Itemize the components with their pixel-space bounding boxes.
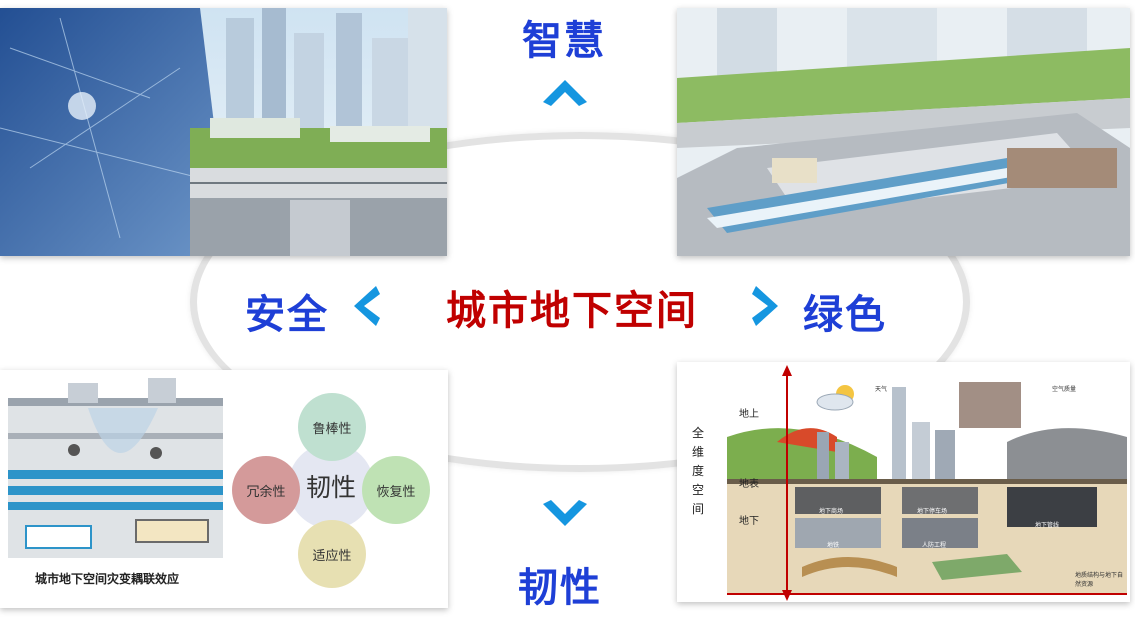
chevron-right-icon <box>752 286 778 326</box>
level-below: 地下 <box>739 516 759 527</box>
cloud-sun-icon <box>816 385 854 411</box>
chevron-left-icon <box>354 286 380 326</box>
center-title: 城市地下空间 <box>446 288 698 334</box>
petal-adaptability: 适应性 <box>298 520 366 588</box>
tile-pipeline: 地下管线 <box>1035 522 1060 529</box>
geology-note: 地质结构与地下自然资源 <box>1075 572 1124 588</box>
petal-redundancy: 冗余性 <box>232 456 300 524</box>
station-cutaway-illustration <box>677 8 1130 256</box>
resilience-core: 韧性 <box>288 443 374 529</box>
disaster-coupling-caption: 城市地下空间灾变耦联效应 <box>35 572 180 586</box>
label-resilience: 韧性 <box>518 565 602 611</box>
petal-robustness: 鲁棒性 <box>298 393 366 461</box>
smart-city-image <box>0 8 447 256</box>
level-above: 地上 <box>739 409 759 420</box>
label-green: 绿色 <box>803 292 887 338</box>
weather-note: 天气 <box>875 386 888 393</box>
tile-mall: 地下商场 <box>819 508 844 515</box>
center-ring <box>190 132 970 472</box>
tile-parking: 地下停车场 <box>917 508 948 515</box>
smart-city-illustration <box>0 8 447 256</box>
tile-metro: 地铁 <box>827 542 840 549</box>
underground-disaster-section <box>8 378 223 558</box>
full-dimension-panel: 全维度空间 地上 地表 地下 天气 空气质量 地质结构与地下自然资源 地下商场 … <box>677 362 1130 602</box>
label-smart: 智慧 <box>522 18 606 64</box>
resilience-panel: 城市地下空间灾变耦联效应 韧性 鲁棒性 冗余性 恢复性 适应性 <box>0 370 448 608</box>
air-quality-note: 空气质量 <box>1052 386 1077 393</box>
level-surface: 地表 <box>739 479 759 490</box>
chevron-up-icon <box>543 80 587 106</box>
label-safety: 安全 <box>245 292 329 338</box>
full-dimension-label: 全维度空间 <box>692 426 705 516</box>
petal-recoverability: 恢复性 <box>362 456 430 524</box>
green-station-image <box>677 8 1130 256</box>
tile-civil-defense: 人防工程 <box>922 542 947 549</box>
chevron-down-icon <box>543 500 587 526</box>
full-dimension-illustration <box>677 362 1130 602</box>
